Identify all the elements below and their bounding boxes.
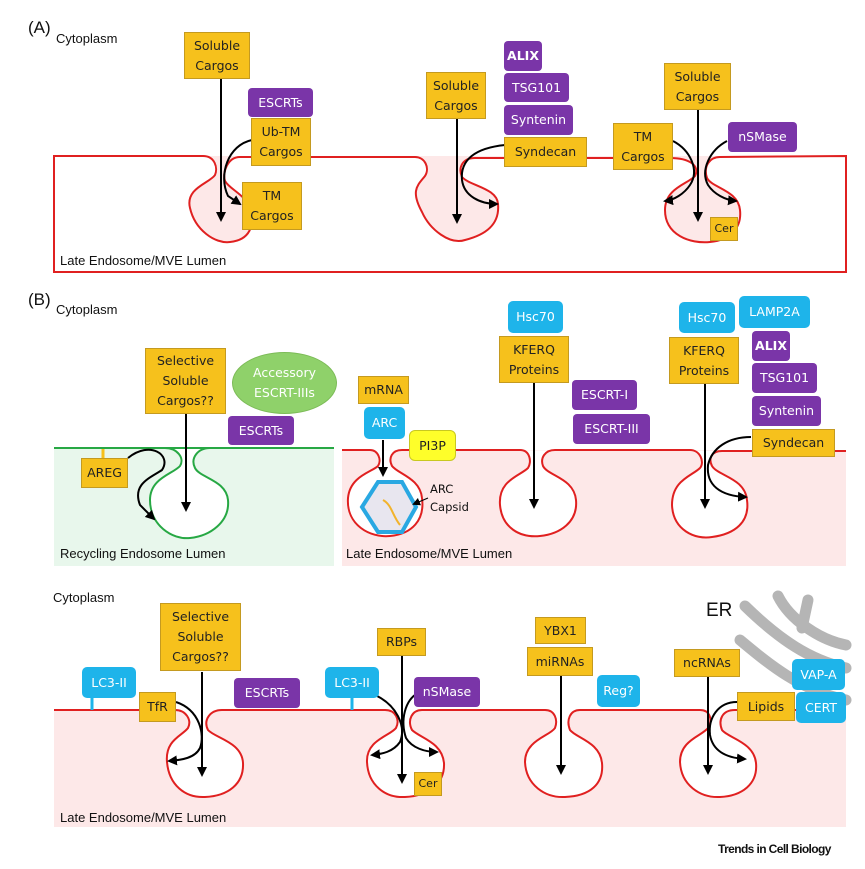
panel-b-lumen-label: Late Endosome/MVE Lumen — [346, 546, 513, 561]
ncrnas-box: ncRNAs — [674, 649, 740, 677]
panel-b-membrane — [342, 449, 846, 539]
soluble-cargos-box: Soluble Cargos — [664, 63, 731, 110]
escrts-box: ESCRTs — [228, 416, 294, 445]
panel-b-cytoplasm-label: Cytoplasm — [56, 302, 118, 317]
panel-c-lumen-label: Late Endosome/MVE Lumen — [60, 810, 227, 825]
lipids-box: Lipids — [737, 692, 795, 721]
arc-box: ARC — [364, 407, 405, 439]
ybx1-box: YBX1 — [535, 617, 586, 644]
hsc70-box: Hsc70 — [679, 302, 735, 333]
panel-b-label: (B) — [28, 290, 51, 309]
mirnas-box: miRNAs — [527, 647, 593, 676]
panel-a-lumen-label: Late Endosome/MVE Lumen — [60, 253, 227, 268]
escrts-box: ESCRTs — [234, 678, 300, 708]
rbps-box: RBPs — [377, 628, 426, 656]
selective-soluble-cargos-box: Selective Soluble Cargos?? — [145, 348, 226, 414]
hsc70-box: Hsc70 — [508, 301, 563, 333]
syntenin-box: Syntenin — [752, 396, 821, 426]
tm-cargos-box: TM Cargos — [242, 182, 302, 230]
journal-credit: Trends in Cell Biology — [718, 842, 831, 856]
soluble-cargos-box: Soluble Cargos — [426, 72, 486, 119]
syndecan-box: Syndecan — [752, 429, 835, 457]
panel-b-arrows — [127, 382, 752, 521]
reg-box: Reg? — [597, 675, 640, 707]
escrt-i-box: ESCRT-I — [572, 380, 637, 410]
tsg101-box: TSG101 — [752, 363, 817, 393]
recycling-lumen-label: Recycling Endosome Lumen — [60, 546, 226, 561]
panel-c-arrows — [167, 655, 747, 784]
accessory-escrt-iiis-oval: Accessory ESCRT-IIIs — [232, 352, 337, 414]
tsg101-box: TSG101 — [504, 73, 569, 102]
panel-b-late-lumen — [342, 450, 846, 566]
areg-box: AREG — [81, 458, 128, 488]
kferq-proteins-box: KFERQ Proteins — [499, 336, 569, 383]
tfr-box: TfR — [139, 692, 176, 722]
tm-cargos-box: TM Cargos — [613, 123, 673, 170]
ceramide-box: Cer — [414, 772, 442, 796]
lc3-ii-box: LC3-II — [325, 667, 379, 698]
alix-box: ALIX — [752, 331, 790, 361]
panel-a-arrows — [216, 78, 738, 224]
panel-a-label: (A) — [28, 18, 51, 37]
mrna-box: mRNA — [358, 376, 409, 404]
panel-c-membrane — [54, 709, 846, 799]
panel-a-cytoplasm-label: Cytoplasm — [56, 31, 118, 46]
soluble-cargos-box: Soluble Cargos — [184, 32, 250, 79]
lc3-ii-box: LC3-II — [82, 667, 136, 698]
escrt-iii-box: ESCRT-III — [573, 414, 650, 444]
nsmase-box: nSMase — [728, 122, 797, 152]
kferq-proteins-box: KFERQ Proteins — [669, 337, 739, 384]
selective-soluble-cargos-box: Selective Soluble Cargos?? — [160, 603, 241, 671]
escrts-box: ESCRTs — [248, 88, 313, 117]
vap-a-box: VAP-A — [792, 659, 845, 690]
panel-c-cytoplasm-label: Cytoplasm — [53, 590, 115, 605]
nsmase-box: nSMase — [414, 677, 480, 707]
ub-tm-cargos-box: Ub-TM Cargos — [251, 118, 311, 166]
recycling-membrane — [54, 447, 334, 540]
lamp2a-box: LAMP2A — [739, 296, 810, 328]
er-label: ER — [706, 600, 733, 621]
ceramide-box: Cer — [710, 217, 738, 241]
syntenin-box: Syntenin — [504, 105, 573, 135]
cert-box: CERT — [796, 692, 846, 723]
alix-box: ALIX — [504, 41, 542, 71]
arc-capsid-icon — [359, 480, 429, 534]
syndecan-box: Syndecan — [504, 137, 587, 167]
arc-capsid-label: ARC Capsid — [430, 482, 469, 514]
pi3p-box: PI3P — [409, 430, 456, 461]
